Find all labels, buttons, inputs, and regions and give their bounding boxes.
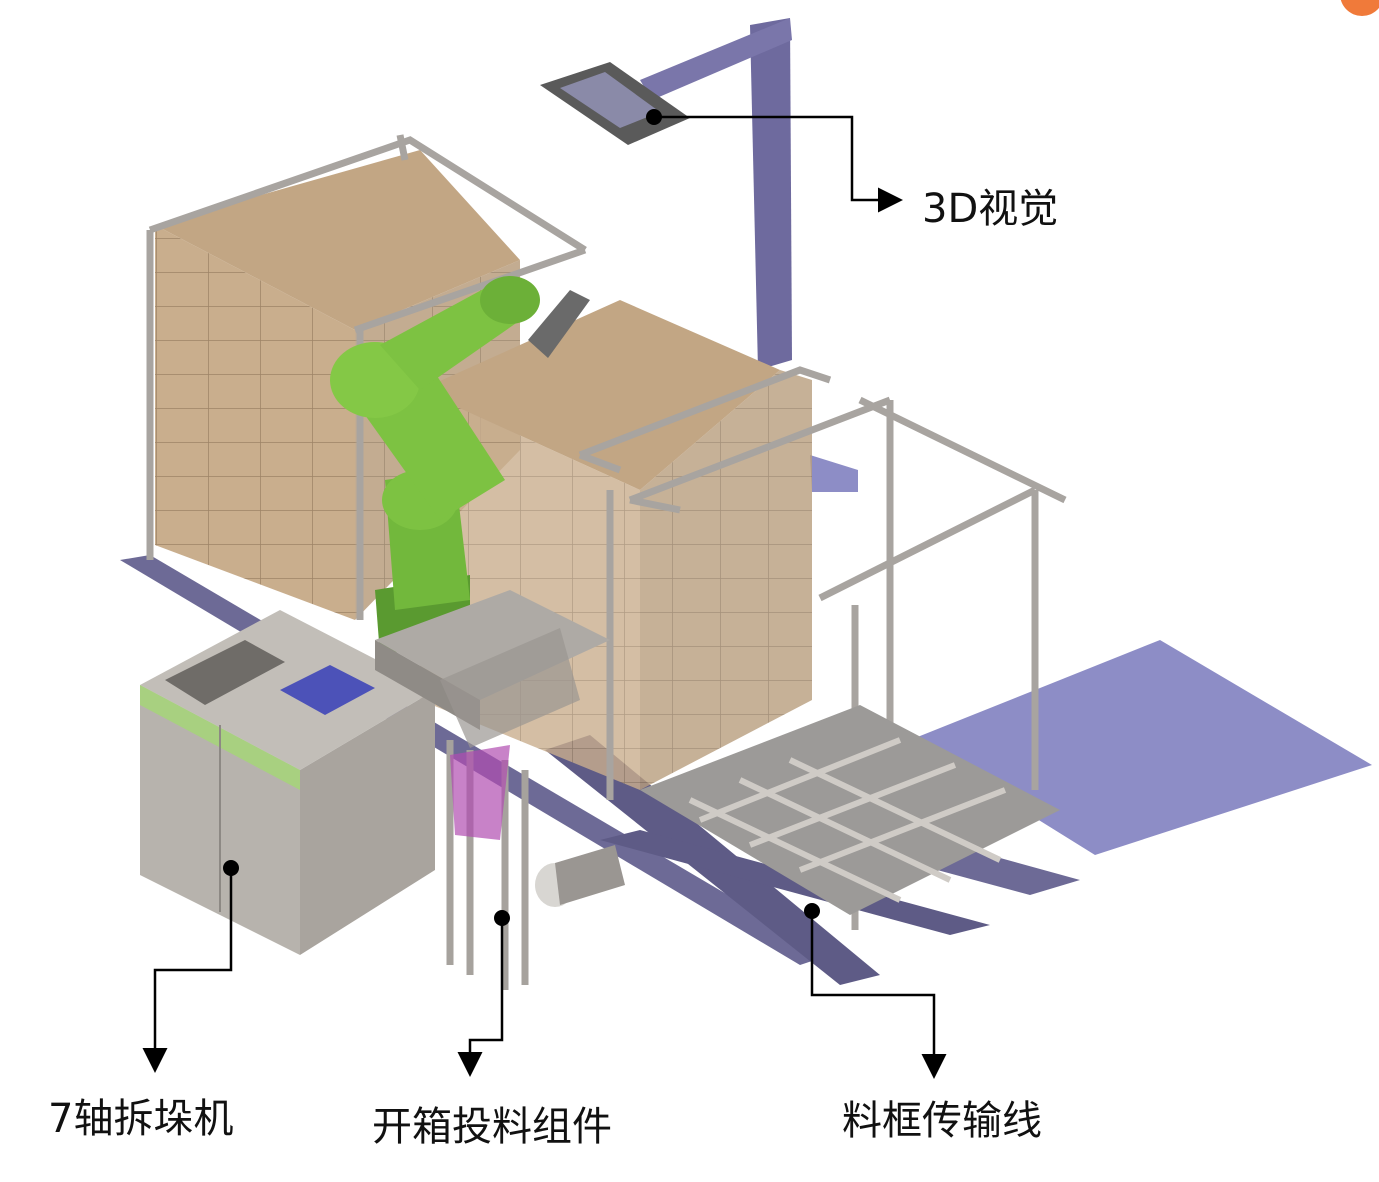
3d-camera-gantry: [540, 18, 792, 370]
callout-lines: [142, 115, 947, 1079]
box-opening-feed-assembly: [375, 590, 610, 990]
callout-dots: [223, 109, 820, 926]
label-7axis-depalletizer: 7轴拆垛机: [48, 1096, 234, 1142]
control-cabinet: [140, 610, 435, 955]
corner-badge: [1340, 0, 1379, 16]
motor: [535, 845, 625, 907]
label-3d-vision: 3D视觉: [922, 186, 1059, 232]
label-box-opening-feed-assembly: 开箱投料组件: [372, 1104, 612, 1150]
label-frame-conveyor-line: 料框传输线: [842, 1098, 1042, 1144]
frame-tray: [640, 705, 1060, 915]
material-frame: [146, 134, 1067, 930]
